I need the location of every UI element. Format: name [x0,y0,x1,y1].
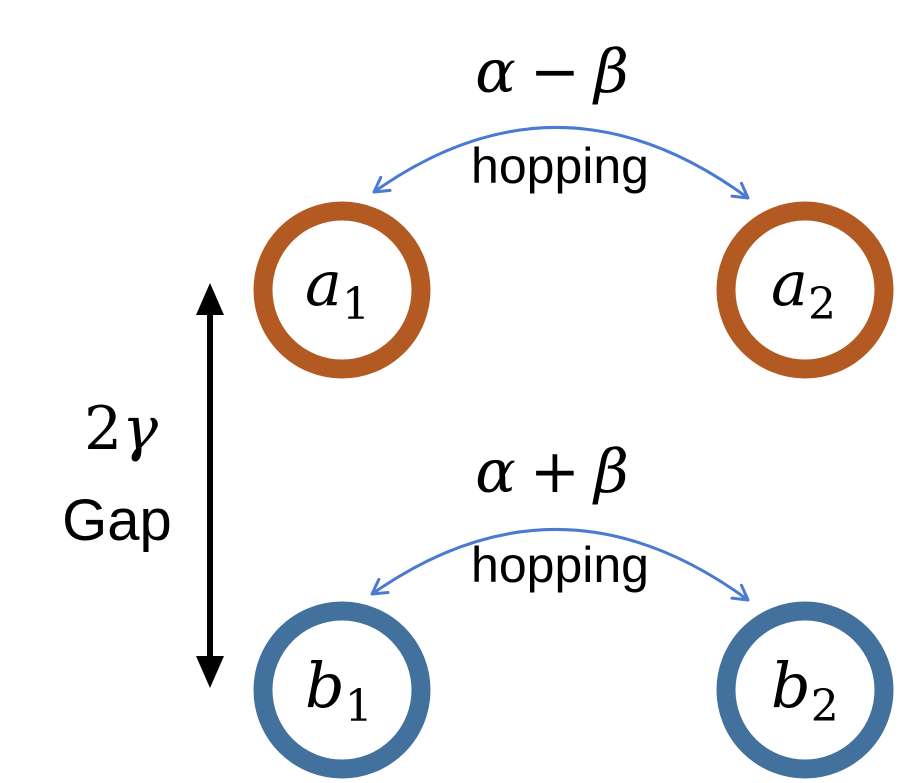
top-beta: β [592,37,629,107]
a2-subscript: 2 [808,279,836,330]
label-a1: a1 [305,247,370,330]
label-a2: a2 [771,247,836,330]
a2-symbol: a [771,247,808,320]
bottom-beta: β [592,437,629,507]
label-b1: b1 [305,649,373,732]
ring-a1 [253,201,431,379]
top-hopping-label: hopping [471,138,649,194]
top-alpha: α [475,37,516,107]
gap-gamma: γ [122,394,158,464]
gap-arrow-head-up [196,283,224,315]
bottom-operator: + [530,437,580,507]
label-b2: b2 [771,649,839,732]
gap-expression: 2γ [84,394,158,464]
gap-coefficient: 2 [84,394,122,464]
b2-symbol: b [771,649,811,722]
top-hopping-arrow [372,126,750,200]
b1-symbol: b [305,649,345,722]
bottom-alpha: α [475,437,516,507]
ring-a2 [716,201,894,379]
a1-subscript: 1 [342,279,370,330]
bottom-coupling-expression: α+β [475,437,629,507]
top-coupling-expression: α−β [475,37,629,107]
gap-label: Gap [62,488,172,553]
ring-b1 [253,601,431,779]
ring-b2 [716,601,894,779]
b2-subscript: 2 [811,681,839,732]
top-operator: − [530,37,580,107]
gap-arrow-head-down [196,656,224,688]
a1-symbol: a [305,247,342,320]
b1-subscript: 1 [345,681,373,732]
bottom-hopping-arrow [370,528,750,602]
bottom-hopping-label: hopping [471,537,649,593]
